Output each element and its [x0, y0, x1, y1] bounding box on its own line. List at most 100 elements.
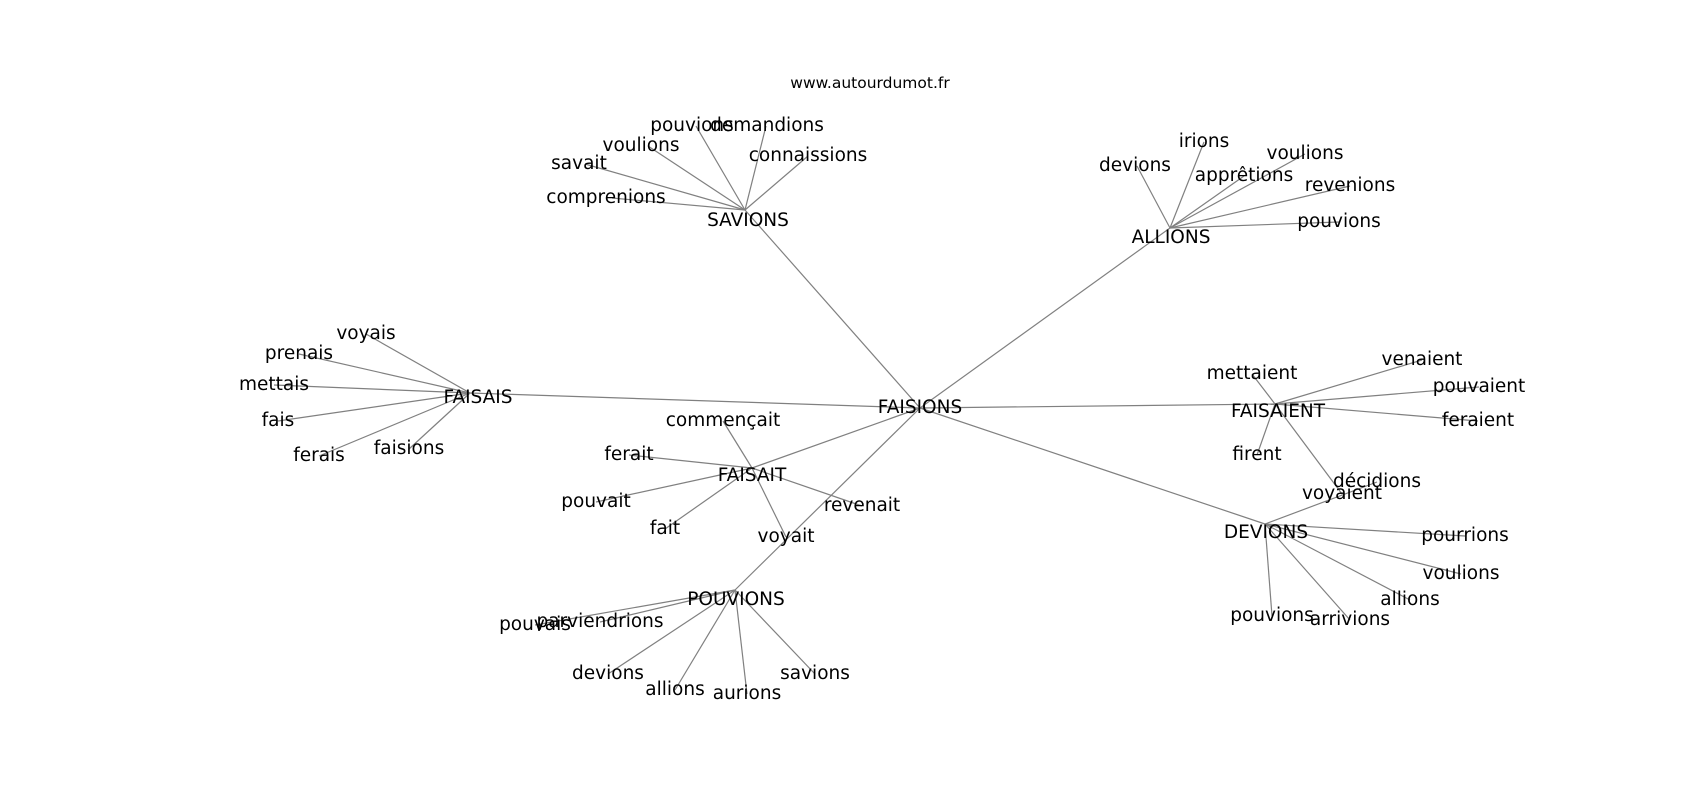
node-leaf[interactable]: voulions [1267, 143, 1344, 164]
edge-faisait-leaf [595, 467, 753, 503]
edge-savions-leaf [647, 145, 746, 211]
node-leaf[interactable]: ferais [293, 445, 345, 466]
node-leaf[interactable]: faisions [374, 438, 444, 459]
edge-devions-leaf [1264, 523, 1411, 601]
edge-faisaient-leaf [1251, 373, 1276, 405]
node-leaf[interactable]: savait [551, 153, 607, 174]
node-leaf[interactable]: voulions [603, 135, 680, 156]
node-leaf[interactable]: pouvaient [1433, 376, 1526, 397]
edge-center-allions [919, 227, 1171, 409]
node-leaf[interactable]: revenions [1305, 175, 1395, 196]
node-leaf[interactable]: prenais [265, 343, 333, 364]
node-leaf[interactable]: mettaient [1207, 363, 1298, 384]
edge-allions-leaf [1169, 175, 1245, 229]
edge-center-faisaient [919, 403, 1276, 409]
node-leaf[interactable]: apprêtions [1195, 165, 1293, 186]
edge-pouvions-leaf [674, 589, 736, 691]
edge-center-savions [744, 209, 921, 409]
edge-faisaient-leaf [1274, 386, 1480, 405]
node-leaf[interactable]: décidions [1333, 471, 1421, 492]
edge-faisait-leaf [628, 454, 753, 469]
edge-faisait-leaf [751, 467, 863, 507]
node-leaf[interactable]: venaient [1382, 349, 1463, 370]
node-leaf[interactable]: demandions [710, 115, 824, 136]
node-hub-faisait[interactable]: FAISAIT [718, 465, 787, 486]
edge-savions-leaf [744, 125, 767, 211]
node-leaf[interactable]: voyaient [1302, 483, 1382, 504]
node-leaf[interactable]: pouvions [1297, 211, 1381, 232]
edge-allions-leaf [1169, 185, 1351, 229]
edge-center-faisais [469, 392, 921, 409]
node-leaf[interactable]: pouvions [1230, 605, 1314, 626]
node-leaf[interactable]: voyais [336, 323, 395, 344]
edge-pouvions-leaf [534, 589, 736, 626]
edge-devions-leaf [1264, 481, 1378, 525]
node-leaf[interactable]: parviendrions [536, 611, 663, 632]
node-leaf[interactable]: firent [1232, 444, 1281, 465]
node-leaf[interactable]: allions [1380, 589, 1439, 610]
edge-center-devions [919, 407, 1266, 525]
edge-savions-leaf [695, 125, 746, 211]
edge-faisais-leaf [408, 392, 471, 450]
edge-faisaient-leaf [1274, 403, 1479, 422]
node-center[interactable]: FAISIONS [878, 397, 962, 418]
edge-center-faisait [751, 407, 921, 469]
edge-allions-leaf [1136, 165, 1171, 229]
site-url: www.autourdumot.fr [790, 74, 950, 92]
edge-faisaient-leaf [1274, 359, 1423, 405]
edge-pouvions-leaf [734, 589, 816, 675]
node-leaf[interactable]: fait [650, 518, 680, 539]
edge-pouvions-leaf [607, 589, 736, 675]
edge-faisait-leaf [722, 420, 753, 469]
node-leaf[interactable]: connaissions [749, 145, 868, 166]
node-leaf[interactable]: pourrions [1421, 525, 1509, 546]
edge-faisais-leaf [318, 392, 471, 457]
node-leaf[interactable]: savions [780, 663, 850, 684]
edge-savions-leaf [584, 163, 746, 211]
edge-faisaient-leaf [1256, 403, 1276, 456]
node-hub-faisais[interactable]: FAISAIS [444, 387, 513, 408]
node-leaf[interactable]: comprenions [546, 187, 665, 208]
edge-devions-leaf [1264, 523, 1351, 621]
graph-labels: FAISIONSSAVIONScomprenionssavaitvoulions… [239, 115, 1525, 704]
node-leaf[interactable]: revenait [824, 495, 900, 516]
edge-allions-leaf [1169, 141, 1205, 229]
edge-allions-leaf [1169, 153, 1306, 229]
edge-devions-leaf [1264, 523, 1273, 617]
node-leaf[interactable]: arrivions [1310, 609, 1390, 630]
node-hub-faisaient[interactable]: FAISAIENT [1231, 401, 1326, 422]
edge-faisais-leaf [273, 384, 471, 394]
node-hub-devions[interactable]: DEVIONS [1224, 522, 1308, 543]
node-leaf[interactable]: aurions [713, 683, 782, 704]
node-leaf[interactable]: feraient [1442, 410, 1514, 431]
node-leaf[interactable]: devions [1099, 155, 1171, 176]
node-hub-savions[interactable]: SAVIONS [707, 210, 789, 231]
node-leaf[interactable]: voulions [1423, 563, 1500, 584]
edge-faisais-leaf [365, 333, 471, 394]
node-leaf[interactable]: irions [1179, 131, 1230, 152]
edge-faisais-leaf [277, 392, 471, 422]
node-hub-allions[interactable]: ALLIONS [1132, 227, 1211, 248]
node-leaf[interactable]: devions [572, 663, 644, 684]
node-leaf[interactable]: pouvais [499, 614, 571, 635]
node-leaf[interactable]: pouvait [561, 491, 630, 512]
graph-edges [273, 125, 1480, 695]
node-leaf[interactable]: voyait [758, 526, 815, 547]
node-leaf[interactable]: fais [262, 410, 295, 431]
edge-allions-leaf [1169, 221, 1340, 229]
node-leaf[interactable]: allions [645, 679, 704, 700]
edge-devions-leaf [1264, 523, 1466, 537]
node-leaf[interactable]: mettais [239, 374, 309, 395]
edge-faisais-leaf [298, 353, 471, 394]
edge-center-pouvions [734, 407, 921, 591]
node-leaf[interactable]: ferait [604, 444, 653, 465]
node-leaf[interactable]: commençait [666, 410, 781, 431]
edge-faisait-leaf [664, 467, 753, 530]
edge-devions-leaf [1264, 523, 1462, 575]
edge-faisait-leaf [751, 467, 787, 538]
edge-faisaient-leaf [1274, 403, 1343, 495]
node-hub-pouvions[interactable]: POUVIONS [687, 589, 785, 610]
node-leaf[interactable]: pouvions [650, 115, 734, 136]
edge-pouvions-leaf [734, 589, 748, 695]
